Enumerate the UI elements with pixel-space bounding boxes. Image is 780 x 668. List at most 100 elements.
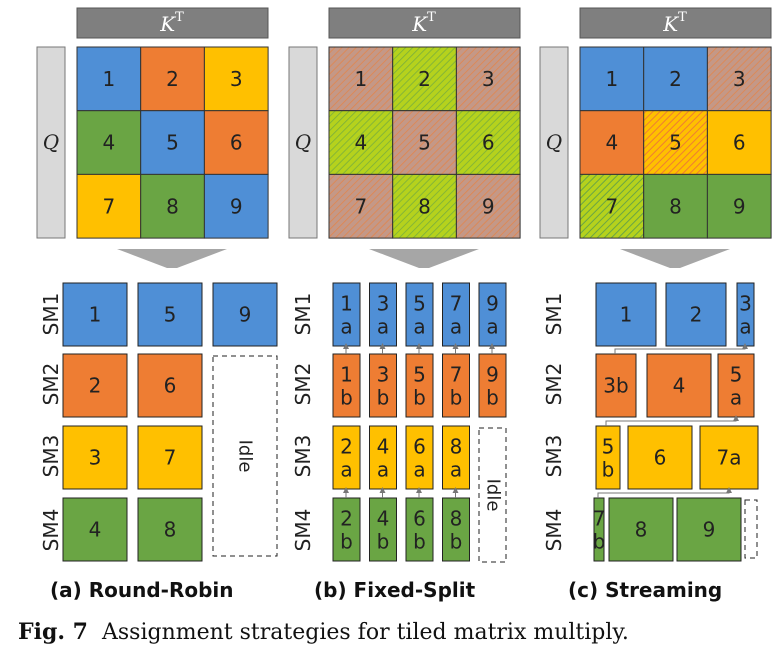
grid-cell-label: 3 (733, 67, 746, 91)
grid-cell (76, 46, 142, 112)
dependency-arrow (605, 415, 739, 426)
grid-cell-label: 1 (605, 67, 618, 91)
grid-cell-label: 4 (354, 131, 367, 155)
task-block (593, 497, 605, 562)
grid-cell-label: 2 (669, 67, 682, 91)
sm-label: SM2 (39, 363, 63, 406)
grid-cell (392, 110, 457, 175)
task-block (442, 425, 470, 490)
grid-cell-label: 9 (733, 194, 746, 218)
down-arrow (369, 249, 479, 268)
kt-label: KT (159, 10, 184, 37)
task-label: 9 (703, 518, 716, 542)
task-label: 3 (739, 292, 752, 316)
grid-cell-label: 3 (482, 67, 495, 91)
down-arrow (117, 249, 227, 268)
task-label: 1 (340, 292, 353, 316)
task-label: a (730, 386, 742, 410)
grid-cell-label: 6 (733, 131, 746, 155)
kt-header (328, 7, 521, 39)
grid-cell-label: 9 (230, 194, 243, 218)
task-block (369, 425, 397, 490)
sm-label: SM1 (39, 293, 63, 336)
task-block (478, 282, 507, 347)
task-block (369, 282, 397, 347)
grid-cell-label: 8 (418, 194, 431, 218)
task-label: 8 (164, 518, 177, 542)
task-label: 6 (413, 435, 426, 459)
caption-streaming: (c) Streaming (568, 578, 723, 602)
task-block (442, 353, 470, 418)
grid-cell (392, 46, 457, 112)
task-label: 3 (89, 446, 102, 470)
task-block (369, 353, 397, 418)
q-label: Q (295, 130, 311, 154)
task-block (332, 497, 361, 562)
task-block (405, 282, 434, 347)
dependency-arrow (597, 487, 732, 498)
grid-cell-label: 9 (482, 194, 495, 218)
task-label: 5 (164, 303, 177, 327)
down-arrow (620, 249, 730, 268)
task-block (665, 282, 727, 347)
task-block (442, 497, 470, 562)
grid-cell (455, 173, 521, 239)
task-label: 6 (413, 507, 426, 531)
task-label: b (413, 530, 426, 554)
grid-cell (706, 46, 772, 112)
sm-label: SM2 (291, 363, 315, 406)
task-label: a (377, 458, 389, 482)
grid-cell-label: 7 (354, 194, 367, 218)
grid-cell (76, 173, 142, 239)
task-block (369, 497, 397, 562)
task-label: a (340, 315, 352, 339)
grid-cell (706, 173, 772, 239)
grid-cell (328, 173, 394, 239)
task-block (62, 497, 128, 562)
task-label: 4 (673, 374, 686, 398)
grid-cell-label: 4 (102, 131, 115, 155)
grid-cell-label: 5 (166, 131, 179, 155)
sm-label: SM3 (542, 435, 566, 478)
task-label: a (450, 458, 462, 482)
task-label: 4 (377, 507, 390, 531)
sm-label: SM4 (291, 509, 315, 552)
sm-label: SM4 (542, 509, 566, 552)
task-label: 5 (730, 363, 743, 387)
task-block (405, 497, 434, 562)
grid-cell-label: 5 (669, 131, 682, 155)
task-label: 2 (340, 507, 353, 531)
task-label: a (739, 315, 751, 339)
grid-cell (643, 110, 708, 175)
grid-cell (203, 46, 269, 112)
task-label: b (340, 530, 353, 554)
task-label: 1 (340, 363, 353, 387)
task-label: 7 (450, 292, 463, 316)
grid-cell (328, 46, 394, 112)
grid-cell-label: 6 (230, 131, 243, 155)
task-label: 5 (602, 435, 615, 459)
sm-label: SM1 (542, 293, 566, 336)
task-block (212, 282, 278, 347)
task-block (332, 353, 361, 418)
task-label: 7 (164, 446, 177, 470)
task-label: b (486, 386, 499, 410)
grid-cell (140, 46, 205, 112)
grid-cell-label: 8 (166, 194, 179, 218)
task-block (627, 425, 693, 490)
grid-cell-label: 1 (354, 67, 367, 91)
task-label: a (486, 315, 498, 339)
task-label: 5 (413, 363, 426, 387)
task-label: 6 (164, 374, 177, 398)
figure-number: Fig. 7 (18, 619, 88, 645)
grid-cell-label: 3 (230, 67, 243, 91)
task-label: a (413, 458, 425, 482)
task-block (405, 425, 434, 490)
task-label: 4 (377, 435, 390, 459)
task-label: 8 (450, 435, 463, 459)
task-label: a (340, 458, 352, 482)
task-label: b (377, 530, 390, 554)
task-block (595, 425, 621, 490)
grid-cell-label: 4 (605, 131, 618, 155)
task-block (137, 282, 203, 347)
